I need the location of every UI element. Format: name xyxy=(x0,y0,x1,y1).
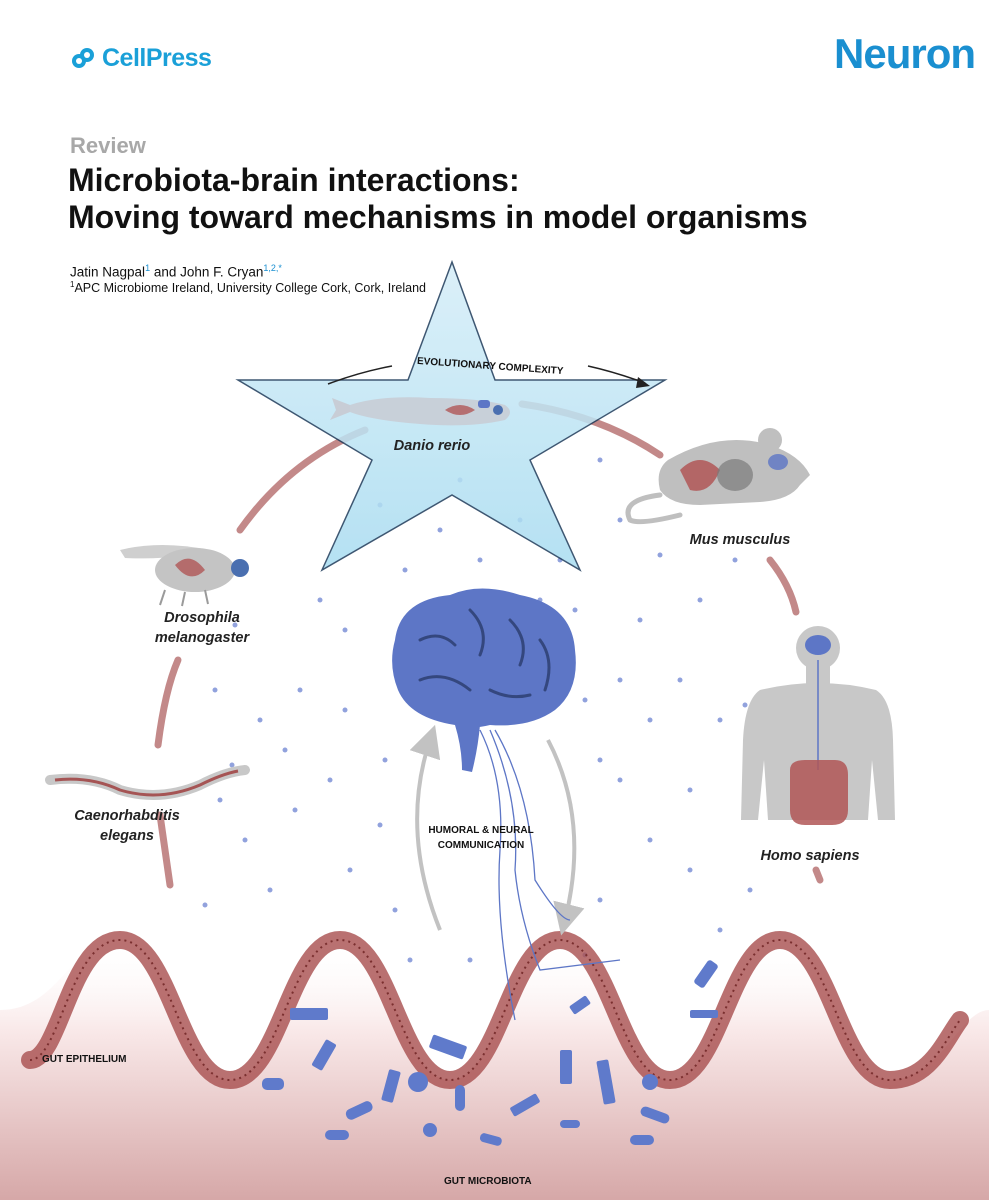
human-illustration xyxy=(741,626,895,825)
affiliation-text: APC Microbiome Ireland, University Colle… xyxy=(74,281,426,296)
organism-label-fly-species: melanogaster xyxy=(155,630,251,646)
author-list: Jatin Nagpal1 and John F. Cryan1,2,* xyxy=(70,263,282,280)
organism-label-human: Homo sapiens xyxy=(760,848,859,864)
fly-illustration xyxy=(120,545,249,607)
article-title: Microbiota-brain interactions: Moving to… xyxy=(68,162,808,236)
gut-epithelium-label: GUT EPITHELIUM xyxy=(42,1054,126,1065)
affiliation-ref: 1 xyxy=(70,280,75,289)
organism-label-fly-genus: Drosophila xyxy=(164,610,240,626)
organism-label-zebrafish: Danio rerio xyxy=(394,438,471,454)
brain-illustration xyxy=(392,588,576,772)
evolution-arrow xyxy=(327,365,650,388)
worm-illustration xyxy=(45,765,250,800)
author-affiliation-ref: 1 xyxy=(145,263,151,273)
mouse-illustration xyxy=(625,428,810,525)
cellpress-logo[interactable]: CellPress xyxy=(70,44,212,73)
organism-label-worm-genus: Caenorhabditis xyxy=(74,808,180,824)
gut-microbiota-shapes xyxy=(262,960,718,1146)
author-name[interactable]: Jatin Nagpal xyxy=(70,264,146,280)
title-line-1: Microbiota-brain interactions: xyxy=(68,162,520,198)
gut-epithelium-illustration xyxy=(0,930,989,1200)
author-separator: and xyxy=(150,264,181,280)
zebrafish-illustration xyxy=(330,397,510,426)
gut-brain-communication-arrows xyxy=(409,724,621,1021)
title-line-2: Moving toward mechanisms in model organi… xyxy=(68,199,808,235)
affiliation: 1APC Microbiome Ireland, University Coll… xyxy=(70,280,426,295)
communication-label-line-2: COMMUNICATION xyxy=(438,840,524,851)
publisher-name: CellPress xyxy=(102,44,212,72)
organism-label-mouse: Mus musculus xyxy=(690,532,791,548)
author-name[interactable]: John F. Cryan xyxy=(180,264,264,280)
gut-microbiota-label: GUT MICROBIOTA xyxy=(444,1176,532,1187)
journal-name[interactable]: Neuron xyxy=(834,30,976,77)
cellpress-mark-icon xyxy=(72,47,94,68)
communication-label-line-1: HUMORAL & NEURAL xyxy=(428,825,533,836)
section-label: Review xyxy=(70,133,146,158)
author-affiliation-ref: 1,2,* xyxy=(263,263,282,273)
organism-label-worm-species: elegans xyxy=(100,828,154,844)
